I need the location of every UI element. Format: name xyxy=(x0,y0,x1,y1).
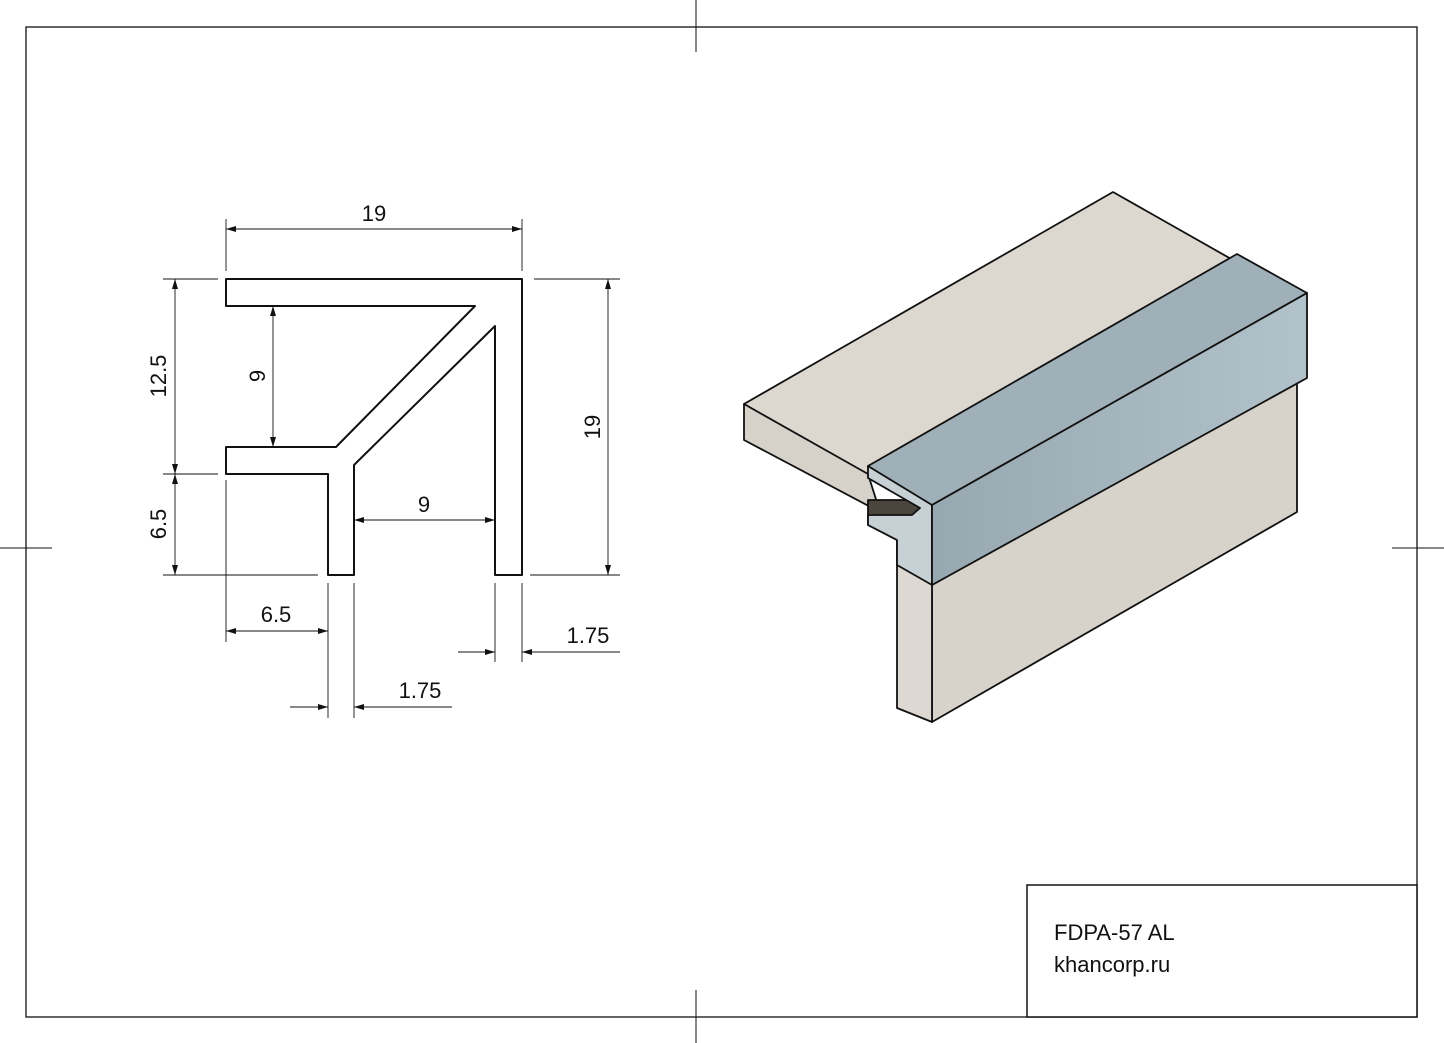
profile-cross-section xyxy=(225,278,523,576)
dim-overall-width: 19 xyxy=(362,201,386,226)
part-number: FDPA-57 AL xyxy=(1054,920,1175,945)
dim-stem-thickness: 1.75 xyxy=(399,678,442,703)
sheet-border xyxy=(25,26,1418,1018)
dimension-lines xyxy=(163,219,620,718)
profile-front-face xyxy=(931,292,1308,586)
dim-inner-gap-horizontal: 9 xyxy=(418,492,430,517)
dim-inner-gap-vertical: 9 xyxy=(245,370,270,382)
isometric-view xyxy=(743,191,1308,723)
website: khancorp.ru xyxy=(1054,952,1171,977)
dim-wall-thickness: 1.75 xyxy=(567,623,610,648)
dim-lower-height: 6.5 xyxy=(146,509,171,540)
dim-overall-height: 19 xyxy=(580,415,605,439)
dim-upper-height: 12.5 xyxy=(146,355,171,398)
dim-stem-offset: 6.5 xyxy=(261,602,292,627)
title-block xyxy=(1026,884,1418,1018)
wall-left-face xyxy=(896,559,933,723)
